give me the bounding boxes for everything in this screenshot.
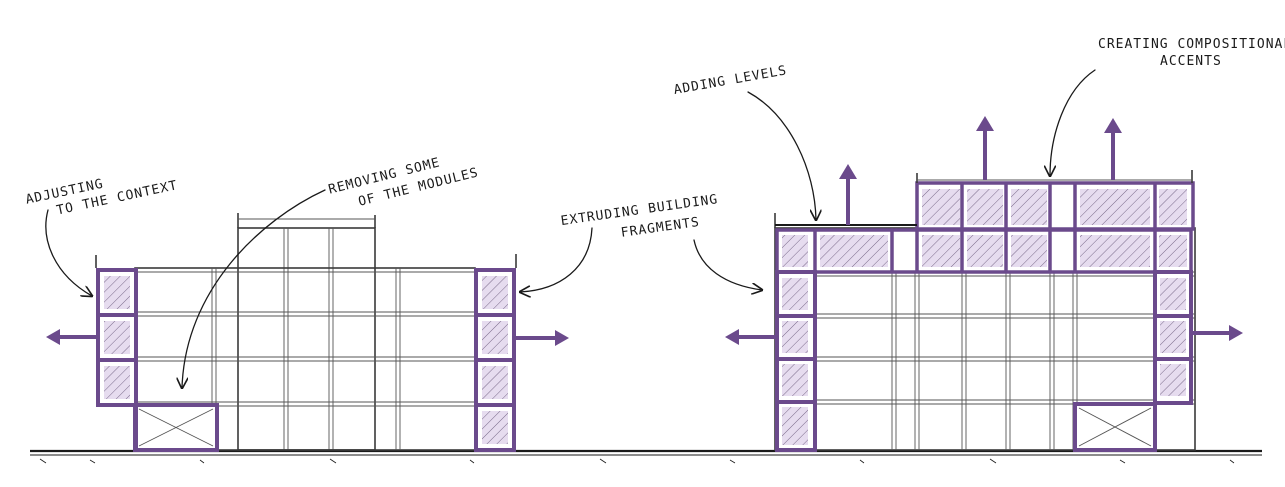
ground-line	[30, 449, 1262, 464]
right-building-right-arrow	[1191, 325, 1243, 341]
right-building	[725, 116, 1243, 452]
up-arrow-3	[1104, 118, 1122, 180]
left-upper-structure	[237, 213, 376, 451]
right-building-left-arrow	[725, 329, 777, 345]
added-level-row	[774, 213, 1193, 274]
right-extrude-arrow	[514, 330, 569, 346]
creating-leader	[1050, 69, 1096, 176]
extruding-right-leader	[693, 239, 762, 290]
up-arrow-1	[839, 164, 857, 225]
creating-label-line2: ACCENTS	[1160, 54, 1222, 69]
creating-label-line1: CREATING COMPOSITIONAL	[1098, 37, 1285, 52]
adding-label: ADDING LEVELS	[673, 63, 789, 98]
left-extruded-modules	[95, 255, 138, 450]
right-building-right-column	[1153, 270, 1193, 405]
left-building	[46, 213, 569, 452]
right-building-left-column	[775, 270, 817, 452]
right-extruded-modules	[474, 254, 517, 452]
adjusting-leader	[45, 209, 92, 296]
extruding-left-leader	[520, 227, 593, 292]
removed-module	[133, 403, 219, 452]
adding-leader	[747, 91, 816, 220]
up-arrow-2	[976, 116, 994, 180]
removing-leader	[182, 189, 326, 388]
added-top-level	[915, 170, 1195, 231]
left-extrude-arrow	[46, 329, 98, 345]
removed-module-right	[1073, 402, 1157, 452]
